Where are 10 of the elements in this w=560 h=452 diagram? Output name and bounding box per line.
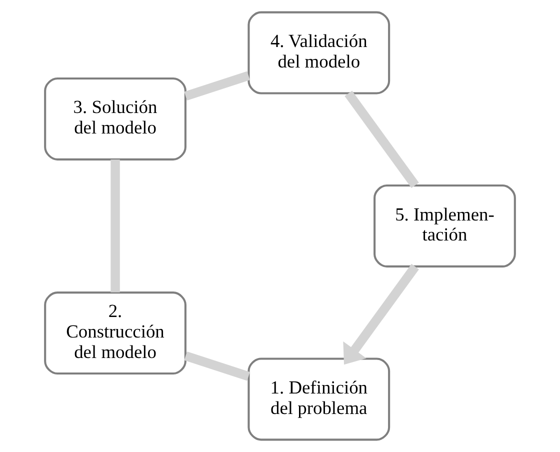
node-box: 1. Definición del problema: [248, 358, 390, 441]
connector: [344, 90, 419, 188]
node-box: 4. Validación del modelo: [248, 11, 390, 94]
node-box: 2. Construcción del modelo: [44, 292, 186, 375]
node-box: 5. Implemen- tación: [374, 184, 516, 268]
connector: [110, 160, 120, 292]
connector: [184, 352, 250, 381]
connector: [184, 71, 250, 100]
arrow: [343, 264, 419, 365]
node-box: 3. Solución del modelo: [44, 77, 186, 160]
